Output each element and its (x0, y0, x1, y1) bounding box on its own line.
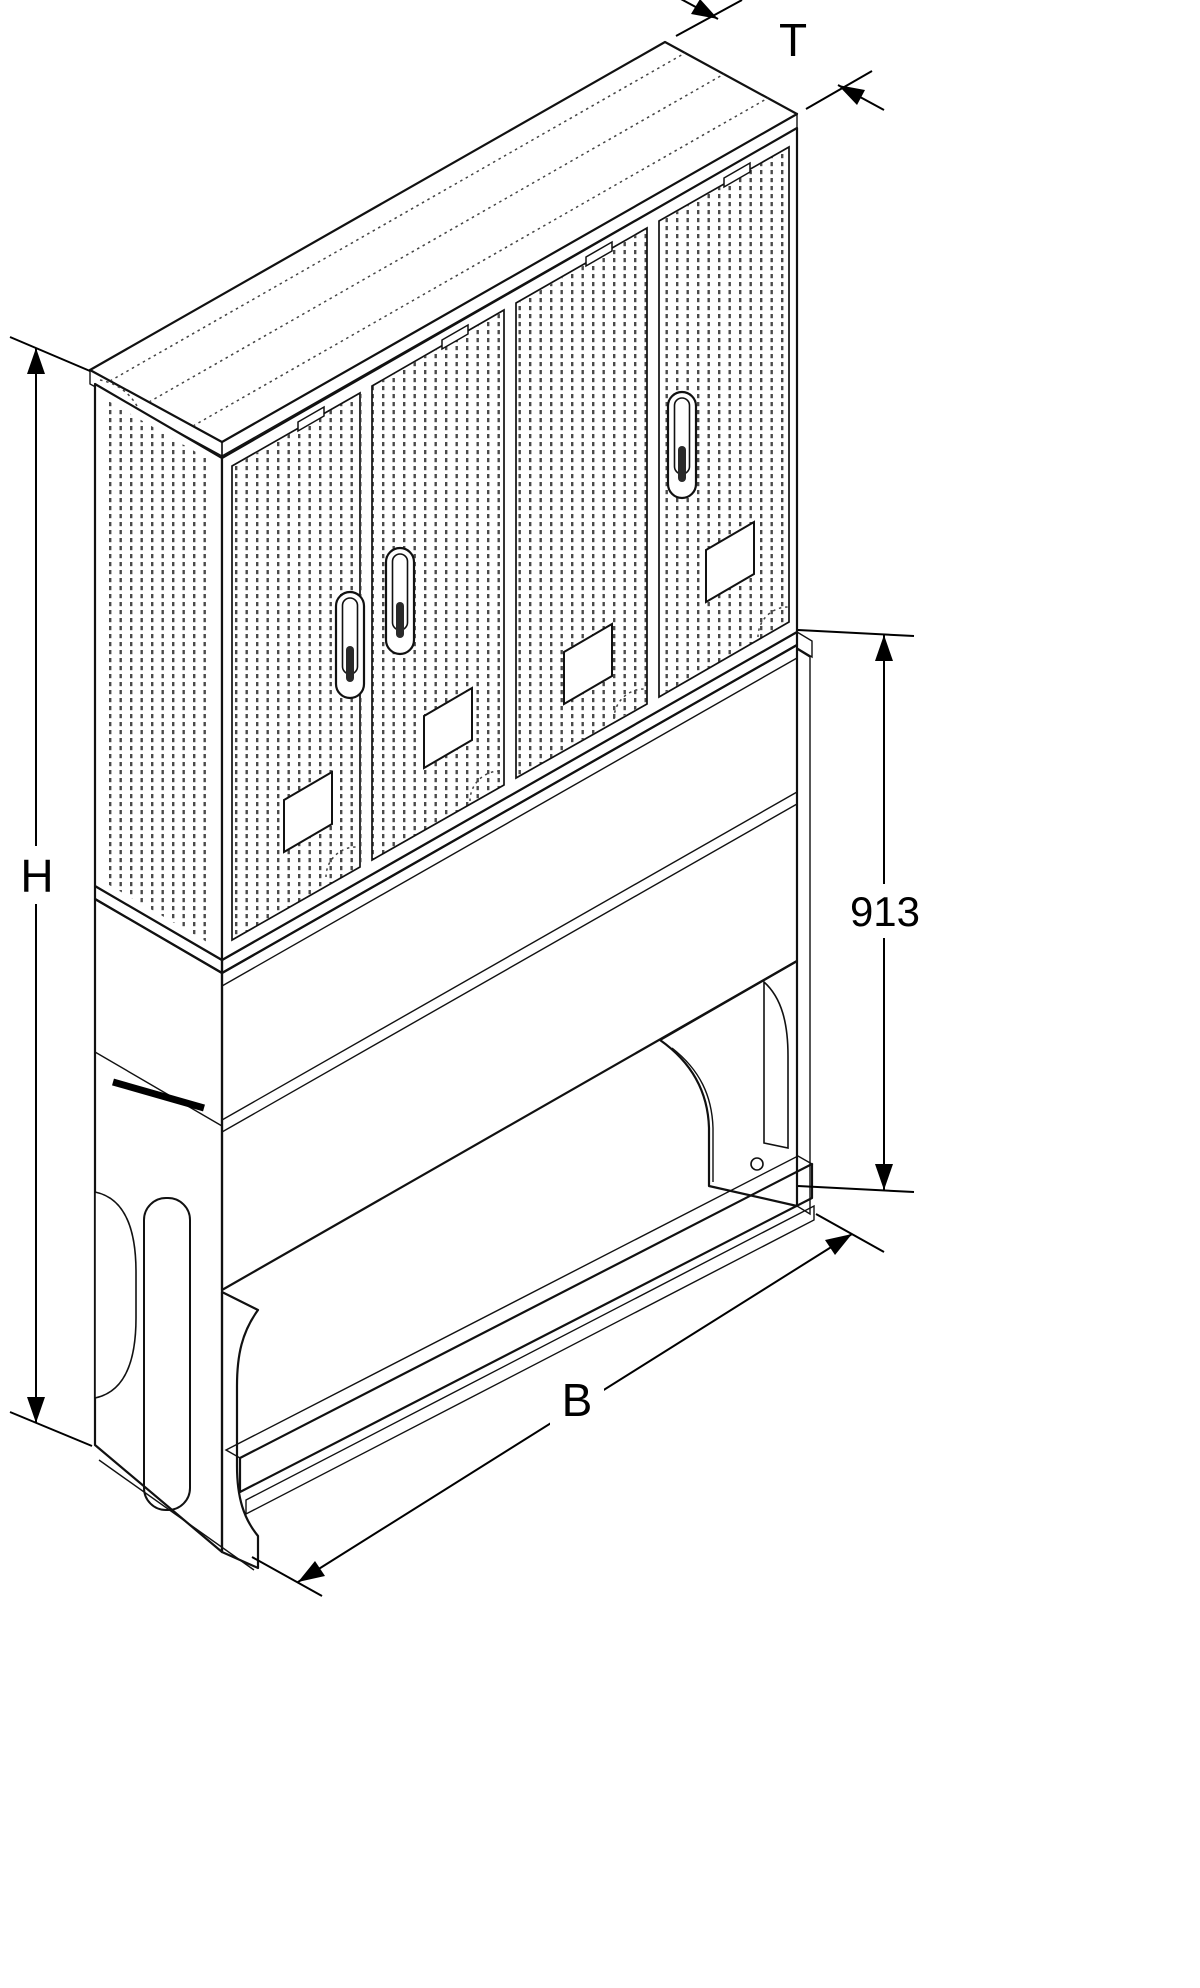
pedestal-top-notch (796, 630, 813, 659)
cabinet-left-ventilation-dots (95, 384, 222, 960)
dim-913-arrowhead (875, 635, 893, 661)
dimension-height: H (9, 336, 93, 1447)
dim-depth-arrowhead (691, 0, 718, 19)
pedestal-left-ground-line (98, 1459, 255, 1571)
dimension-label-depth: T (779, 14, 807, 66)
pedestal-rail-top (224, 1155, 814, 1459)
pedestal-front-band-seam-2 (221, 803, 798, 1133)
door-latch-icon (297, 405, 325, 433)
pedestal-left-vertical-slot (143, 1197, 191, 1511)
pedestal-left-band-seam (94, 1051, 223, 1127)
cabinet-left-face (93, 382, 224, 962)
dim-depth-arrowhead (838, 85, 865, 105)
door-latch-icon (585, 240, 613, 268)
dim-width-label-bg (550, 1372, 604, 1428)
dim-width-extension-right (815, 1213, 885, 1253)
dim-height-extension-bottom (9, 1411, 93, 1447)
dim-width-arrowhead (298, 1561, 325, 1582)
pedestal-rail (224, 1155, 815, 1516)
pedestal-left-slot-mark (112, 1078, 205, 1112)
pedestal-right-leg-molding (671, 1047, 714, 1182)
cabinet-front-face (220, 126, 799, 962)
roof-dashed-corner (99, 379, 141, 413)
pedestal-right-leg-bolt (750, 1157, 764, 1171)
pedestal-right-leg (658, 959, 799, 1208)
dim-width-arrowhead (825, 1234, 852, 1255)
dim-height-extension-top (9, 336, 91, 372)
door-handle-icon (334, 590, 366, 700)
pedestal-left-arch-cutout (94, 1191, 137, 1399)
dim-depth-extension-2 (805, 70, 873, 110)
pedestal-left-foot-front (220, 1290, 260, 1570)
dimension-label-pedestal-height: 913 (850, 888, 920, 935)
dimension-width: B (251, 1213, 885, 1597)
pedestal-rail-base (245, 1204, 815, 1516)
dim-913-extension-bottom (797, 1185, 915, 1193)
door-handle-icon (666, 390, 698, 500)
pedestal-rail-front (238, 1162, 814, 1494)
dimension-label-width: B (562, 1374, 593, 1426)
dimension-label-height: H (20, 850, 53, 902)
door-latch-icon (441, 323, 469, 351)
pedestal-front-band-seam-1 (221, 791, 798, 1121)
dim-depth-extension-1 (675, 0, 743, 37)
door-window (423, 686, 473, 770)
door-latches (297, 161, 751, 433)
door-window (283, 770, 333, 854)
pedestal (93, 630, 815, 1571)
pedestal-front-top-seam (221, 657, 798, 987)
dim-height-label-bg (12, 846, 62, 904)
pedestal-right-arch-cutout (763, 980, 789, 1149)
dim-height-arrowhead (27, 1397, 45, 1423)
dim-913-arrowhead (875, 1164, 893, 1190)
dim-height-arrowhead (27, 348, 45, 374)
door-latch-icon (723, 161, 751, 189)
dimension-pedestal-height: 913 (797, 629, 932, 1193)
door-window (563, 622, 613, 706)
dim-913-label-bg (838, 884, 932, 938)
door-window (705, 520, 755, 604)
dimension-depth: T (675, 0, 885, 111)
dim-913-extension-top (797, 629, 915, 637)
door-windows (283, 520, 755, 854)
door-handles (334, 390, 698, 700)
door-handle-icon (384, 546, 416, 656)
dim-width-extension-left (251, 1556, 323, 1597)
pedestal-right-side (796, 647, 811, 1216)
